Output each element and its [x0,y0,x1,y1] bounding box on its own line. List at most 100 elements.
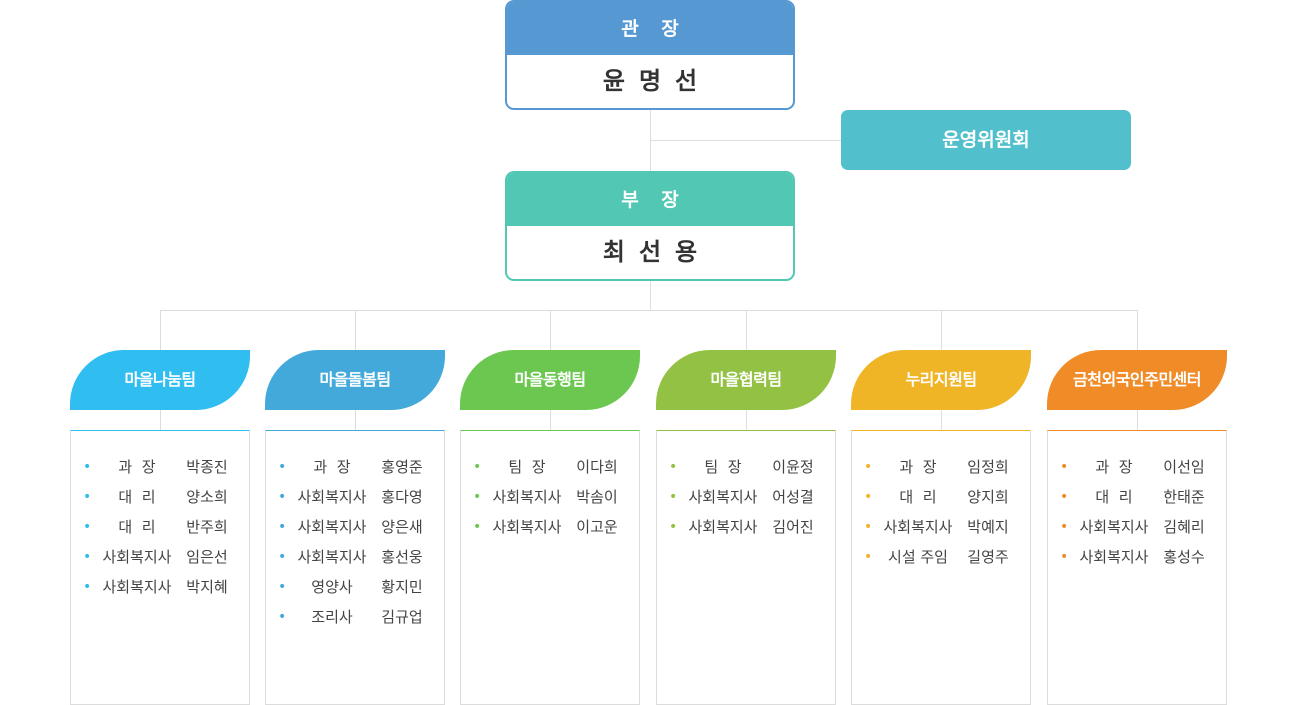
bullet-icon: • [473,459,482,475]
bullet-icon: • [473,489,482,505]
connector-deputy-down [650,279,651,311]
member-title: 사회복지사 [492,518,562,536]
member-name: 박종진 [186,458,228,476]
member-name: 박솜이 [576,488,618,506]
bullet-icon: • [669,489,678,505]
member-name: 김어진 [772,518,814,536]
team-header: 마을돌봄팀 [265,350,445,410]
member-name: 반주희 [186,518,228,536]
bullet-icon: • [83,489,92,505]
member-title: 대 리 [1095,488,1133,506]
member-name: 이선임 [1163,458,1205,476]
list-item: • 영양사 황지민 [266,572,444,602]
member-name: 양지희 [967,488,1009,506]
team-header: 마을협력팀 [656,350,836,410]
list-item: • 팀 장 이다희 [461,452,639,482]
member-title: 대 리 [118,488,156,506]
member-title: 팀 장 [704,458,742,476]
member-title: 사회복지사 [1079,548,1149,566]
member-title: 과 장 [118,458,156,476]
bullet-icon: • [83,459,92,475]
bullet-icon: • [83,519,92,535]
connector-committee [650,140,842,141]
member-name: 김혜리 [1163,518,1205,536]
bullet-icon: • [278,579,287,595]
bullet-icon: • [864,489,873,505]
member-name: 홍성수 [1163,548,1205,566]
member-name: 홍선웅 [381,548,423,566]
deputy-box: 부 장 최선용 [505,171,795,281]
team-header: 누리지원팀 [851,350,1031,410]
member-title: 조리사 [311,608,353,626]
bullet-icon: • [669,459,678,475]
member-title: 시설 주임 [888,548,948,566]
member-title: 사회복지사 [883,518,953,536]
member-name: 홍영준 [381,458,423,476]
member-title: 사회복지사 [297,518,367,536]
member-name: 홍다영 [381,488,423,506]
director-name: 윤명선 [602,67,712,95]
list-item: • 과 장 이선임 [1048,452,1226,482]
list-item: • 사회복지사 임은선 [71,542,249,572]
bullet-icon: • [83,549,92,565]
member-title: 사회복지사 [1079,518,1149,536]
bullet-icon: • [864,459,873,475]
bullet-icon: • [1060,549,1069,565]
member-title: 과 장 [313,458,351,476]
member-title: 과 장 [1095,458,1133,476]
bullet-icon: • [669,519,678,535]
bullet-icon: • [1060,489,1069,505]
member-name: 양은새 [381,518,423,536]
director-role: 관 장 [507,2,793,55]
member-title: 사회복지사 [297,488,367,506]
list-item: • 사회복지사 홍성수 [1048,542,1226,572]
bullet-icon: • [278,519,287,535]
member-name: 임은선 [186,548,228,566]
member-title: 사회복지사 [297,548,367,566]
bullet-icon: • [1060,459,1069,475]
committee-box: 운영위원회 [841,110,1131,170]
member-name: 한태준 [1163,488,1205,506]
deputy-role: 부 장 [507,173,793,226]
member-name: 김규업 [381,608,423,626]
deputy-name: 최선용 [602,238,712,266]
member-name: 황지민 [381,578,423,596]
list-item: • 대 리 한태준 [1048,482,1226,512]
director-box: 관 장 윤명선 [505,0,795,110]
member-title: 사회복지사 [688,518,758,536]
member-name: 이다희 [576,458,618,476]
member-name: 이고운 [576,518,618,536]
member-name: 어성결 [772,488,814,506]
member-title: 사회복지사 [102,548,172,566]
list-item: • 사회복지사 김어진 [657,512,835,542]
member-title: 사회복지사 [492,488,562,506]
member-name: 이윤정 [772,458,814,476]
member-title: 영양사 [311,578,353,596]
list-item: • 사회복지사 홍다영 [266,482,444,512]
member-name: 양소희 [186,488,228,506]
bullet-icon: • [278,489,287,505]
team-header: 마을동행팀 [460,350,640,410]
member-title: 대 리 [899,488,937,506]
list-item: • 조리사 김규업 [266,602,444,632]
bullet-icon: • [278,609,287,625]
member-title: 팀 장 [508,458,546,476]
member-title: 사회복지사 [102,578,172,596]
member-name: 박지혜 [186,578,228,596]
list-item: • 사회복지사 양은새 [266,512,444,542]
